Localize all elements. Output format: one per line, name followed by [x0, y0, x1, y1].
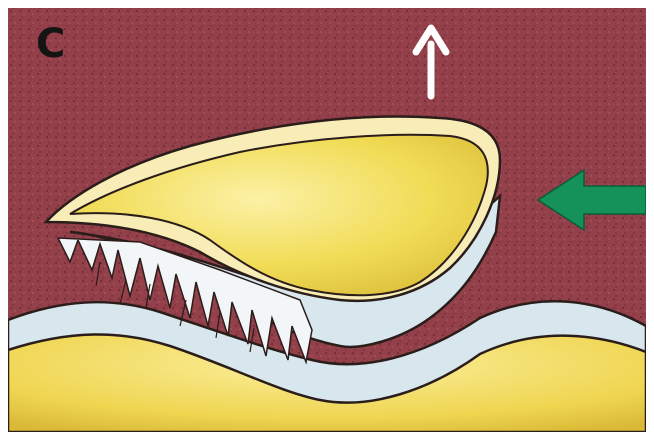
panel-label: C [36, 24, 65, 64]
